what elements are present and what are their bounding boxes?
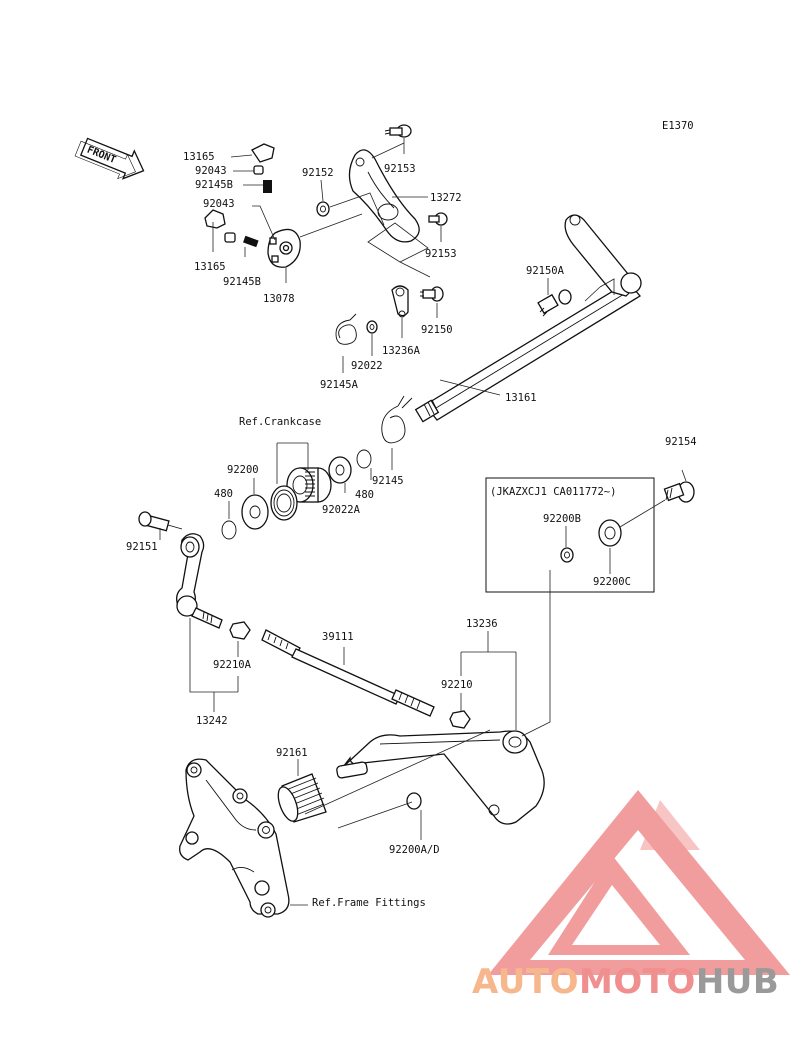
label-92043-top: 92043: [195, 165, 227, 177]
label-ref-frame-fittings: Ref.Frame Fittings: [312, 897, 426, 909]
label-92151: 92151: [126, 541, 158, 553]
label-92200b: 92200B: [543, 513, 581, 525]
label-13165-top: 13165: [183, 151, 215, 163]
label-92153-top: 92153: [384, 163, 416, 175]
part-labels: 13165 92043 92145B 92152 92043 13165 921…: [126, 151, 697, 909]
middle-parts: [221, 395, 413, 540]
footpeg-rubber-92161: [277, 773, 327, 823]
diagram-code: E1370: [662, 120, 694, 132]
label-92145b-lower: 92145B: [223, 276, 261, 288]
cam-plate-13078: [267, 228, 301, 268]
shift-pedal-13236: [277, 730, 545, 825]
label-92145a: 92145A: [320, 379, 359, 391]
label-13272: 13272: [430, 192, 462, 204]
oil-seal: [270, 485, 298, 521]
label-92200ad: 92200A/D: [389, 844, 440, 856]
label-92210a: 92210A: [213, 659, 252, 671]
label-ref-crankcase: Ref.Crankcase: [239, 416, 321, 428]
label-480-right: 480: [355, 489, 374, 501]
label-vin: (JKAZXCJ1 CA011772~): [490, 486, 616, 498]
label-92161: 92161: [276, 747, 308, 759]
upper-parts: [204, 124, 448, 345]
watermark-text: AUTOMOTOHUB: [472, 962, 779, 1002]
label-13242: 13242: [196, 715, 228, 727]
label-92022a: 92022A: [322, 504, 361, 516]
label-92145: 92145: [372, 475, 404, 487]
label-92153-lower: 92153: [425, 248, 457, 260]
label-13078: 13078: [263, 293, 295, 305]
label-92043-lower: 92043: [203, 198, 235, 210]
label-39111: 39111: [322, 631, 354, 643]
frame-bracket: [179, 758, 290, 918]
bolt-92154: [663, 481, 695, 503]
label-92150a: 92150A: [526, 265, 565, 277]
front-arrow-icon: FRONT: [74, 137, 145, 180]
tie-rod-39111: [261, 629, 471, 729]
leader-lines: [159, 138, 687, 906]
shift-shaft-13161: [414, 214, 642, 423]
label-480-left: 480: [214, 488, 233, 500]
shift-arm-13242: [138, 511, 251, 640]
label-92200: 92200: [227, 464, 259, 476]
label-13236: 13236: [466, 618, 498, 630]
label-13161: 13161: [505, 392, 537, 404]
label-92210: 92210: [441, 679, 473, 691]
vin-box: [485, 477, 655, 593]
label-92145b-top: 92145B: [195, 179, 233, 191]
label-92154: 92154: [665, 436, 697, 448]
label-13236a: 13236A: [382, 345, 421, 357]
label-13165-lower: 13165: [194, 261, 226, 273]
needle-bearing: [286, 467, 332, 503]
label-92200c: 92200C: [593, 576, 631, 588]
watermark-logo: [488, 790, 790, 975]
label-92022: 92022: [351, 360, 383, 372]
label-92150: 92150: [421, 324, 453, 336]
label-92152: 92152: [302, 167, 334, 179]
